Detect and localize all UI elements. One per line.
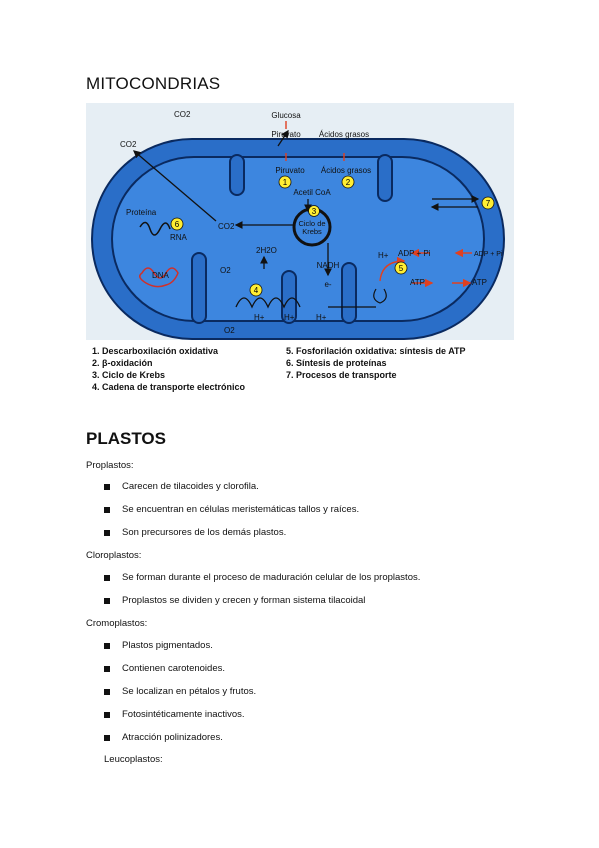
o2-outer-label: O2 <box>224 326 235 335</box>
step-markers: 1 2 3 4 5 6 7 <box>170 175 495 297</box>
marker-5 <box>394 261 408 275</box>
list-item: Son precursores de los demás plastos. <box>122 527 287 538</box>
legend: 1. Descarboxilación oxidativa 2. β-oxida… <box>92 346 466 392</box>
proteina-label: Proteína <box>126 208 157 217</box>
co2-top-arrow <box>277 129 289 147</box>
legend-item-4: 4. Cadena de transporte electrónico <box>92 382 246 392</box>
marker-4-label: 4 <box>254 286 259 295</box>
atp-out-label: ATP <box>472 278 487 287</box>
list-item: Atracción polinizadores. <box>122 732 223 743</box>
hplus-d-label: H+ <box>378 251 389 260</box>
atp-synthase-icon <box>373 288 387 304</box>
legend-item-2: 2. β-oxidación <box>92 358 153 368</box>
mitochondria-diagram: 1 2 3 4 5 6 7 CO2 CO2 Glucosa Piruvato Á… <box>86 103 514 395</box>
cristae <box>191 154 393 324</box>
o2-inner-label: O2 <box>220 266 231 275</box>
group-label-cromoplastos: Cromoplastos: <box>86 618 148 629</box>
co2-left-label: CO2 <box>120 140 137 149</box>
mitochondria-heading: MITOCONDRIAS <box>86 74 221 93</box>
dna-strand <box>139 267 179 288</box>
bullet-icon <box>104 507 110 513</box>
ciclo-label-1: Ciclo de <box>298 219 325 228</box>
marker-3 <box>308 205 320 217</box>
group-label-leucoplastos: Leucoplastos: <box>104 754 163 765</box>
hplus-b-label: H+ <box>284 313 295 322</box>
group-label-proplastos: Proplastos: <box>86 460 134 471</box>
piruvato-outer-label: Piruvato <box>271 130 301 139</box>
list-item: Se forman durante el proceso de maduraci… <box>122 572 421 583</box>
water-label: 2H2O <box>256 246 277 255</box>
list-item: Se encuentran en células meristemáticas … <box>122 504 360 515</box>
marker-4 <box>249 283 263 297</box>
co2-top-label: CO2 <box>174 110 191 119</box>
ciclo-label-2: Krebs <box>302 227 322 236</box>
list-item: Plastos pigmentados. <box>122 640 213 651</box>
acidos-inner-label: Ácidos grasos <box>321 166 371 175</box>
rna-label: RNA <box>170 233 188 242</box>
plastos-heading: PLASTOS <box>86 429 166 448</box>
list-item: Carecen de tilacoides y clorofila. <box>122 481 259 492</box>
bullet-icon <box>104 643 110 649</box>
legend-item-1: 1. Descarboxilación oxidativa <box>92 346 219 356</box>
bullet-icon <box>104 598 110 604</box>
legend-item-5: 5. Fosforilación oxidativa: síntesis de … <box>286 346 466 356</box>
marker-1 <box>278 175 292 189</box>
bullet-icon <box>104 666 110 672</box>
bullet-icon <box>104 575 110 581</box>
co2-left-arrow <box>133 150 217 222</box>
marker-3-label: 3 <box>312 207 317 216</box>
legend-panel <box>86 340 514 395</box>
list-item: Proplastos se dividen y crecen y forman … <box>122 595 366 606</box>
adp-out-label: ADP + Pi <box>474 251 503 258</box>
protein-strand <box>139 221 171 236</box>
marker-5-label: 5 <box>399 264 404 273</box>
bullet-icon <box>104 530 110 536</box>
marker-6 <box>170 217 184 231</box>
legend-item-7: 7. Procesos de transporte <box>286 370 397 380</box>
electron-chain <box>235 297 301 309</box>
marker-7-label: 7 <box>486 199 491 208</box>
hplus-c-label: H+ <box>316 313 327 322</box>
group-label-cloroplastos: Cloroplastos: <box>86 550 142 561</box>
adp-in-label: ADP + Pi <box>398 249 431 258</box>
atp-synthase-arrow <box>379 256 406 282</box>
nadh-label: NADH <box>317 261 340 270</box>
piruvato-inner-label: Piruvato <box>275 166 305 175</box>
atp-in-label: ATP <box>410 278 425 287</box>
acidos-outer-label: Ácidos grasos <box>319 130 369 139</box>
bullet-icon <box>104 689 110 695</box>
acetil-label: Acetil CoA <box>293 188 331 197</box>
list-item: Contienen carotenoides. <box>122 663 225 674</box>
legend-item-6: 6. Síntesis de proteínas <box>286 358 387 368</box>
marker-7 <box>481 196 495 210</box>
hplus-a-label: H+ <box>254 313 265 322</box>
marker-6-label: 6 <box>175 220 180 229</box>
electron-label: e- <box>324 280 331 289</box>
glucosa-label: Glucosa <box>271 111 301 120</box>
marker-2-label: 2 <box>346 178 351 187</box>
marker-2 <box>341 175 355 189</box>
bullet-icon <box>104 484 110 490</box>
bullet-icon <box>104 712 110 718</box>
list-item: Se localizan en pétalos y frutos. <box>122 686 257 697</box>
bullet-icon <box>104 735 110 741</box>
marker-1-label: 1 <box>283 178 288 187</box>
co2-center-label: CO2 <box>218 222 235 231</box>
list-item: Fotosintéticamente inactivos. <box>122 709 245 720</box>
legend-item-3: 3. Ciclo de Krebs <box>92 370 165 380</box>
dna-label: DNA <box>152 271 170 280</box>
